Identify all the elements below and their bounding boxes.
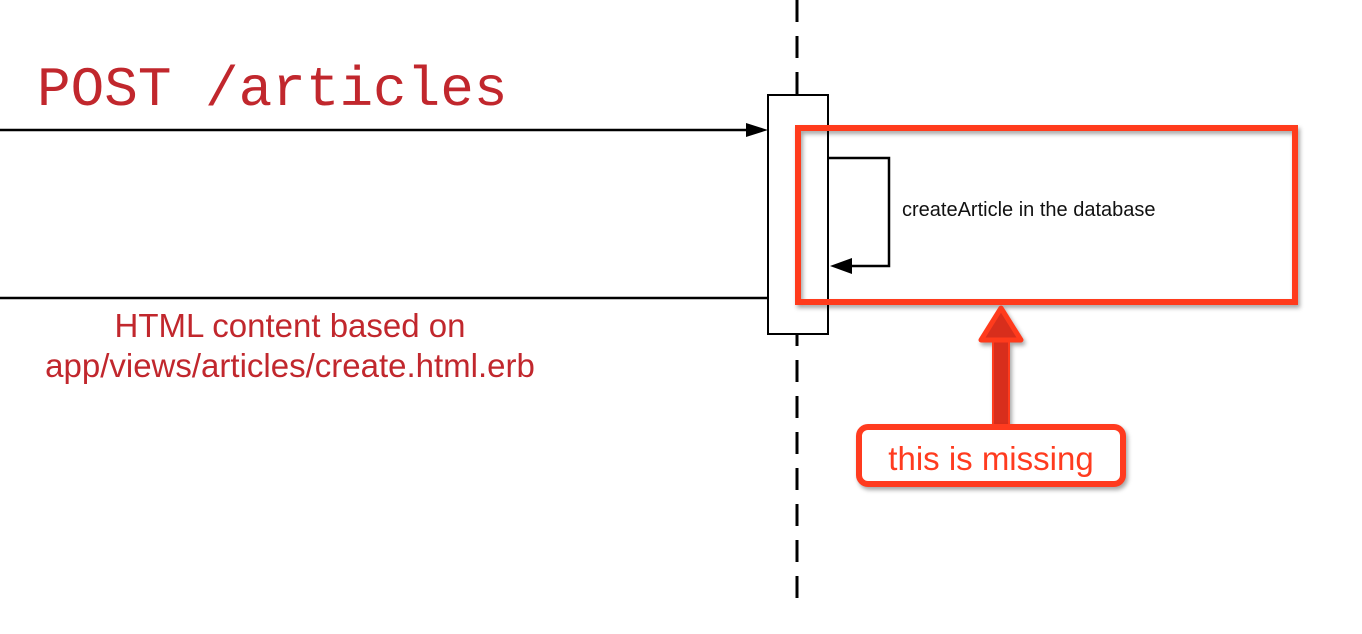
request-arrowhead — [746, 123, 768, 137]
callout-label: this is missing — [888, 440, 1094, 477]
response-message-label: HTML content based on app/views/articles… — [0, 306, 600, 386]
self-call-loop — [828, 156, 891, 268]
response-label-line-2: app/views/articles/create.html.erb — [45, 347, 535, 384]
callout-box: this is missing — [856, 424, 1126, 487]
highlight-box — [795, 125, 1298, 305]
self-call-arrowhead — [830, 258, 852, 274]
request-message-label: POST /articles — [37, 58, 508, 122]
callout-arrow — [978, 305, 1024, 427]
self-call-label: createArticle in the database — [902, 199, 1156, 221]
response-label-line-1: HTML content based on — [114, 307, 466, 344]
